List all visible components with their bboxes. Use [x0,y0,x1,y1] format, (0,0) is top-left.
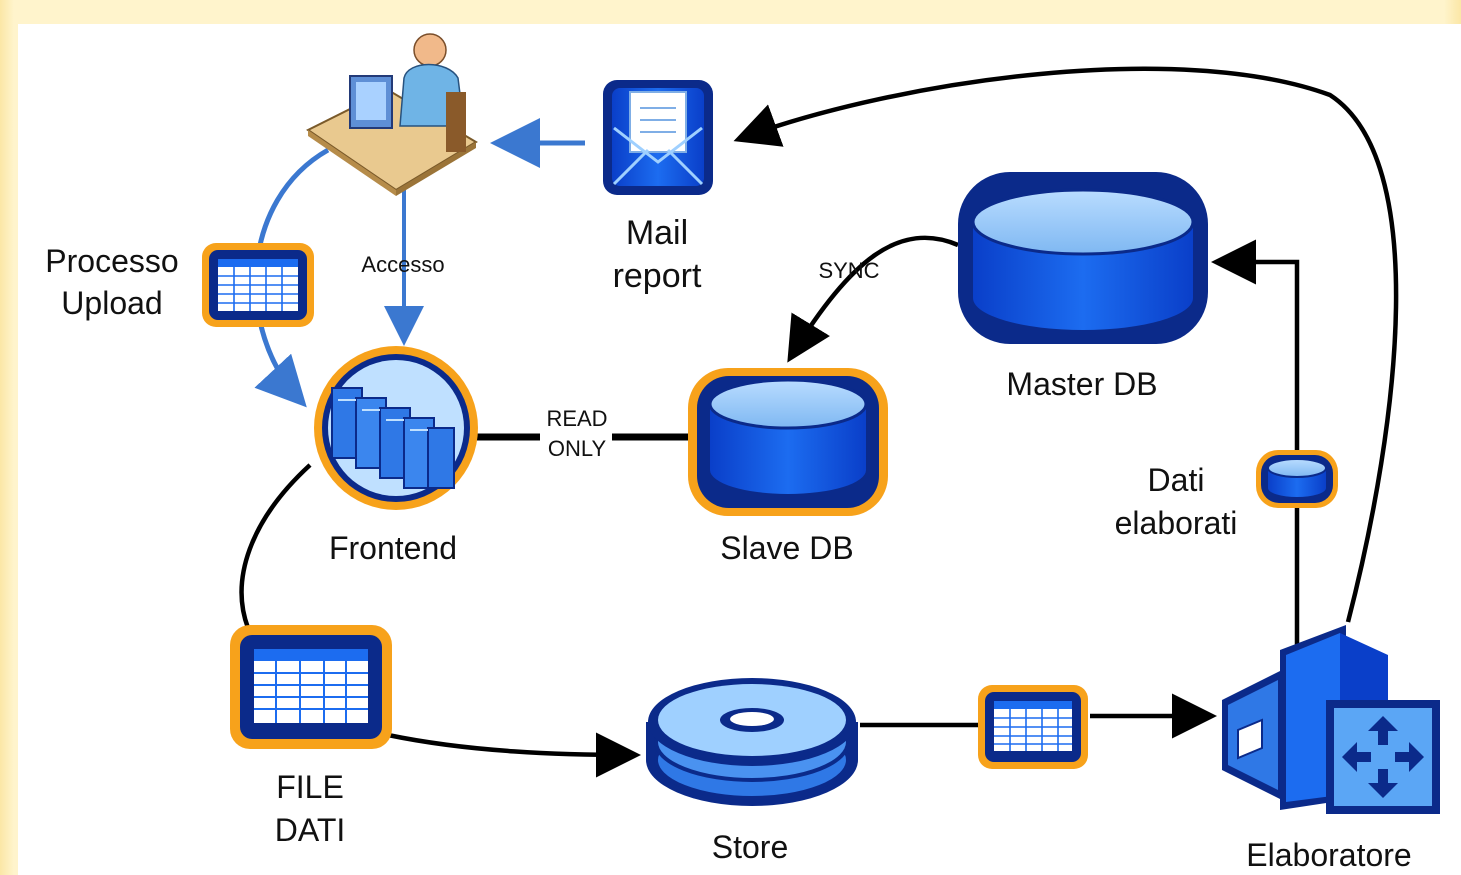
edge-file-to-store [387,732,641,778]
small-database-icon[interactable] [1256,450,1338,508]
user-at-computer-icon[interactable] [306,33,478,196]
processo-upload-label-2: Upload [61,285,162,321]
processing-server-icon[interactable] [1222,625,1440,814]
read-only-label-2: ONLY [548,436,607,461]
store-label: Store [712,829,788,865]
read-only-label-1: READ [546,406,607,431]
database-icon[interactable] [958,172,1208,344]
edge-frontend-to-file [239,463,312,629]
database-icon[interactable] [688,368,888,516]
accesso-label: Accesso [361,252,444,277]
mail-report-label-1: Mail [626,214,688,252]
slave-db-label: Slave DB [720,530,853,566]
file-dati-label-2: DATI [275,812,346,848]
file-dati-label-1: FILE [276,769,344,805]
edge-elaboratore-to-master [1211,239,1300,660]
spreadsheet-icon[interactable] [202,243,314,327]
mail-report-label-2: report [613,257,702,295]
master-db-label: Master DB [1006,366,1157,402]
read-only-label-bg [540,404,612,460]
elaboratore-label: Elaboratore [1246,837,1411,873]
disk-store-icon[interactable] [646,678,858,806]
spreadsheet-icon[interactable] [978,685,1088,769]
processo-upload-label-1: Processo [45,243,178,279]
dati-elaborati-label-2: elaborati [1115,505,1238,541]
dati-elaborati-label-1: Dati [1148,462,1205,498]
server-rack-icon[interactable] [314,346,478,510]
edge-sync [787,235,959,363]
spreadsheet-icon[interactable] [230,625,392,749]
mail-envelope-icon[interactable] [603,80,713,195]
sync-label: SYNC [818,258,879,283]
frontend-label: Frontend [329,530,457,566]
edge-elaboratore-to-mail [733,66,1399,623]
